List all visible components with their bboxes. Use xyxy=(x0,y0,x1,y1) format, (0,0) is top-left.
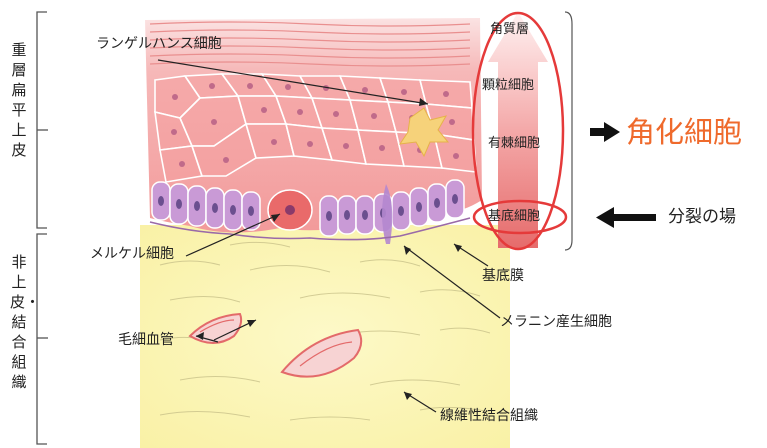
label-merkel-cell: メルケル細胞 xyxy=(90,246,174,262)
label-capillary: 毛細血管 xyxy=(118,332,174,348)
label-non-epithelial-connective: 非上皮・結合組織 xyxy=(10,252,28,392)
label-fibrous-connective-tissue: 線維性結合組織 xyxy=(440,408,538,424)
merkel-cell xyxy=(268,190,312,230)
arrow-from-division xyxy=(596,207,656,228)
label-basal-cell: 基底細胞 xyxy=(488,209,540,225)
bracket-upper xyxy=(37,12,47,228)
label-keratinocyte: 角化細胞 xyxy=(626,116,742,148)
label-granular-cell: 顆粒細胞 xyxy=(482,78,534,94)
bracket-lower xyxy=(37,234,47,444)
label-langerhans-cell: ランゲルハンス細胞 xyxy=(96,36,222,52)
label-site-of-division: 分裂の場 xyxy=(668,207,736,227)
label-stratified-squamous-epithelium: 重層扁平上皮 xyxy=(10,40,28,160)
label-basement-membrane: 基底膜 xyxy=(482,268,524,284)
label-melanocyte: メラニン産生細胞 xyxy=(500,314,612,330)
arrow-to-keratinocyte xyxy=(590,122,620,142)
label-spinous-cell: 有棘細胞 xyxy=(488,136,540,152)
label-stratum-corneum: 角質層 xyxy=(490,22,529,38)
